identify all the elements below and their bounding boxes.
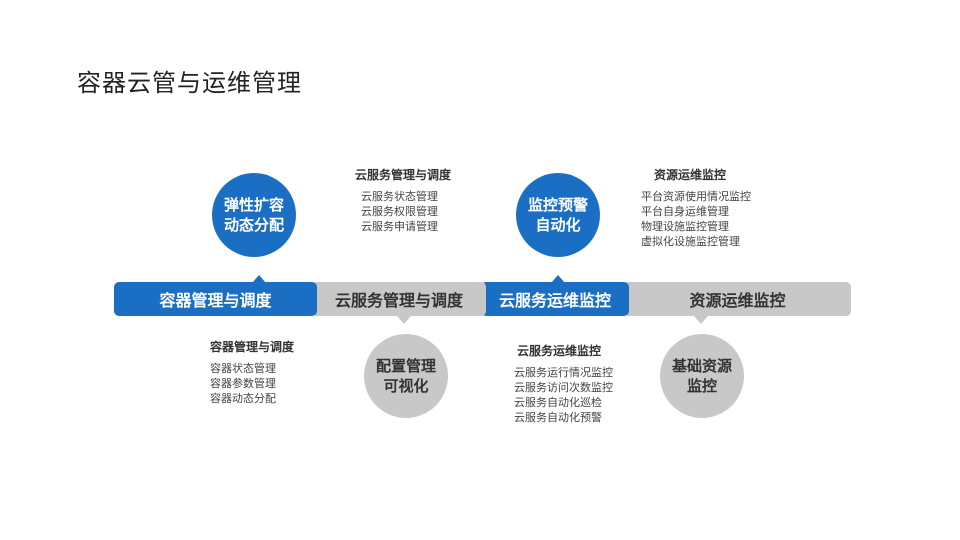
pointer-arrow — [397, 316, 411, 324]
detail-heading: 资源运维监控 — [654, 168, 727, 182]
detail-item: 容器参数管理 — [210, 377, 276, 390]
detail-heading: 云服务管理与调度 — [355, 168, 452, 182]
detail-item: 容器动态分配 — [210, 392, 276, 405]
detail-item: 云服务访问次数监控 — [514, 381, 613, 394]
detail-item: 云服务运行情况监控 — [514, 366, 613, 379]
detail-item: 物理设施监控管理 — [641, 220, 729, 233]
detail-heading: 云服务运维监控 — [517, 344, 602, 358]
detail-item: 云服务自动化预警 — [514, 411, 602, 424]
page-title: 容器云管与运维管理 — [77, 69, 302, 97]
detail-item: 虚拟化设施监控管理 — [641, 235, 740, 248]
detail-cloud-service-monitoring: 云服务运维监控 云服务运行情况监控 云服务访问次数监控 云服务自动化巡检 云服务… — [514, 342, 613, 425]
circle-line: 配置管理 — [375, 357, 436, 375]
stage-label: 云服务管理与调度 — [334, 291, 463, 310]
stage-resource-monitoring: 资源运维监控 — [624, 282, 851, 316]
circle-line: 监控预警 — [527, 196, 588, 214]
circle-line: 可视化 — [383, 377, 429, 395]
circle-base-resource-monitoring: 基础资源 监控 — [660, 334, 744, 418]
stage-container-management: 容器管理与调度 — [114, 282, 317, 316]
circle-line: 基础资源 — [671, 357, 732, 375]
circle-monitoring-alert: 监控预警 自动化 — [516, 173, 600, 257]
detail-container-management: 容器管理与调度 容器状态管理 容器参数管理 容器动态分配 — [210, 338, 294, 406]
circle-line: 动态分配 — [223, 216, 284, 234]
detail-item: 平台自身运维管理 — [641, 205, 729, 218]
stage-label: 容器管理与调度 — [159, 291, 272, 310]
circle-elastic-scaling: 弹性扩容 动态分配 — [212, 173, 296, 257]
detail-cloud-service-management: 云服务管理与调度 云服务状态管理 云服务权限管理 云服务申请管理 — [355, 166, 451, 234]
timeline-bar: 资源运维监控 云服务运维监控 云服务管理与调度 容器管理与调度 — [114, 282, 851, 316]
pointer-arrow — [252, 275, 266, 283]
circle-line: 自动化 — [535, 216, 581, 234]
detail-heading: 容器管理与调度 — [210, 340, 295, 354]
detail-item: 云服务状态管理 — [361, 190, 438, 203]
pointer-arrow — [551, 275, 565, 283]
circle-line: 监控 — [686, 377, 717, 395]
pointer-arrow — [694, 316, 708, 324]
detail-item: 平台资源使用情况监控 — [641, 190, 751, 203]
circle-config-visualization: 配置管理 可视化 — [364, 334, 448, 418]
detail-resource-monitoring: 资源运维监控 平台资源使用情况监控 平台自身运维管理 物理设施监控管理 虚拟化设… — [641, 166, 751, 249]
stage-cloud-service-monitoring: 云服务运维监控 — [481, 282, 629, 316]
circle-line: 弹性扩容 — [223, 196, 284, 214]
detail-item: 云服务自动化巡检 — [514, 396, 602, 409]
stage-cloud-service-management: 云服务管理与调度 — [312, 282, 486, 316]
stage-label: 云服务运维监控 — [498, 291, 611, 310]
stage-label: 资源运维监控 — [689, 291, 786, 310]
detail-item: 云服务申请管理 — [361, 220, 438, 233]
detail-item: 容器状态管理 — [210, 362, 276, 375]
detail-item: 云服务权限管理 — [361, 205, 438, 218]
